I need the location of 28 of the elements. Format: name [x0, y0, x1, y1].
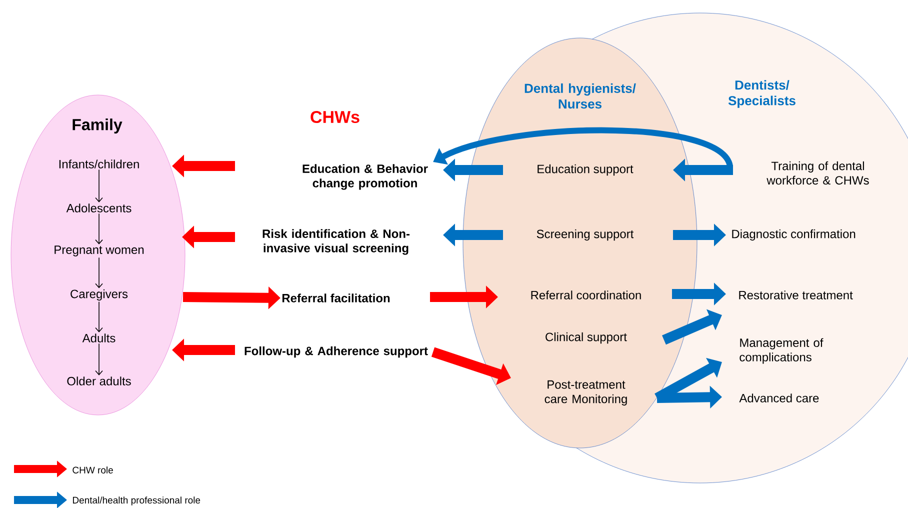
role-text: Follow-up & Adherence support	[244, 346, 428, 358]
role-text: Risk identification & Non-invasive visual screening	[262, 229, 410, 255]
group-heading: CHWs	[310, 110, 360, 124]
group-text: Caregivers	[70, 289, 128, 301]
service-text: Clinical support	[546, 332, 627, 344]
arrow	[95, 169, 103, 202]
service-text: Advanced care	[739, 394, 819, 402]
service-text: Screening support	[536, 229, 634, 241]
arrow	[95, 213, 103, 244]
arrow	[95, 343, 103, 376]
service-text: Diagnostic confirmation	[732, 229, 856, 241]
group-text: Infants/children	[59, 160, 139, 168]
service-text: Training of dental workforce & CHWs	[766, 161, 869, 185]
group-text: Adults	[82, 334, 116, 342]
role-text: Referral facilitation	[282, 294, 390, 302]
legend-text: Dental/health professional role	[73, 496, 200, 506]
arrow	[95, 257, 103, 288]
role-text: Education & Behavior change promotion	[302, 164, 428, 190]
group-text: Older adults	[67, 376, 131, 386]
group-text: Adolescents	[66, 204, 132, 212]
service-text: Restorative treatment	[739, 290, 853, 300]
service-text: Management of complications	[740, 338, 824, 364]
service-text: Referral coordination	[531, 290, 641, 300]
group-text: Pregnant women	[54, 246, 144, 256]
arrow	[95, 301, 103, 332]
service-text: Post-treatment care Monitoring	[544, 380, 627, 406]
service-text: Education support	[538, 164, 634, 176]
legend-text: CHW role	[72, 466, 113, 474]
